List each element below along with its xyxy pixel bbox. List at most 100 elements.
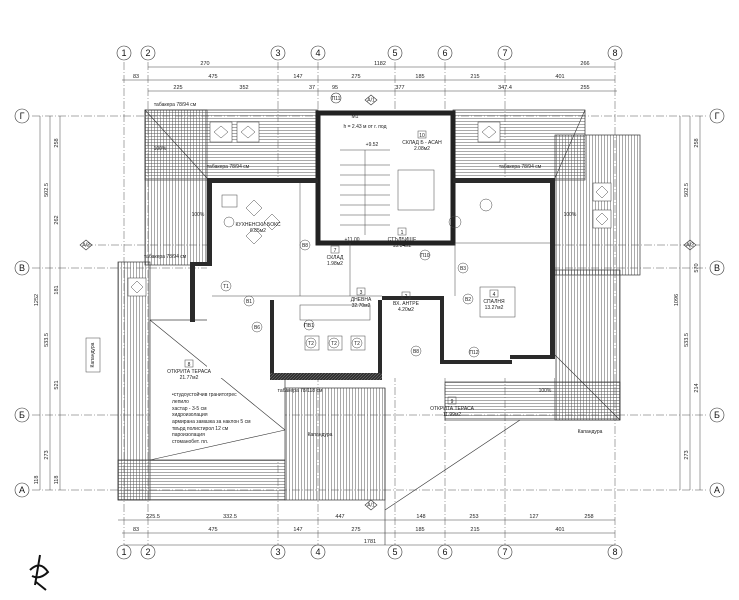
svg-text:7: 7 (502, 547, 507, 557)
svg-text:A/1: A/1 (367, 98, 375, 104)
svg-text:1.98м2: 1.98м2 (327, 261, 343, 267)
svg-text:табакера 78/118 см: табакера 78/118 см (278, 388, 323, 394)
svg-text:352: 352 (239, 85, 248, 91)
svg-text:7: 7 (502, 48, 507, 58)
axis-7-top: 7 (497, 45, 513, 61)
svg-text:h = 2.43 м от г. под: h = 2.43 м от г. под (343, 124, 386, 130)
svg-text:258: 258 (694, 138, 700, 147)
axis-V-right: В (709, 260, 725, 276)
svg-text:127: 127 (529, 514, 538, 520)
svg-text:А: А (19, 485, 25, 495)
svg-text:лепило: лепило (172, 399, 189, 405)
svg-text:П11: П11 (332, 96, 341, 102)
svg-text:ОТКРИТА ТЕРАСА: ОТКРИТА ТЕРАСА (430, 406, 475, 412)
svg-text:37: 37 (309, 85, 315, 91)
svg-text:пароизолация: пароизолация (172, 432, 205, 438)
svg-text:A/1: A/1 (367, 503, 375, 509)
svg-text:2.08м2: 2.08м2 (414, 146, 430, 152)
svg-text:A/2: A/2 (686, 243, 694, 249)
svg-text:табакера 78/94 см: табакера 78/94 см (207, 164, 250, 170)
section-marker-bottom: A/1 (364, 499, 378, 511)
svg-text:1252: 1252 (34, 294, 40, 306)
stair-treads (340, 150, 390, 235)
svg-text:9: 9 (451, 399, 454, 405)
svg-text:401: 401 (555, 74, 564, 80)
svg-text:4: 4 (315, 547, 320, 557)
svg-text:Г: Г (715, 111, 720, 121)
svg-text:118: 118 (54, 476, 60, 485)
axis-G-right: Г (709, 108, 725, 124)
section-marker-right: A/2 (683, 239, 697, 251)
svg-text:табакера 78/94 см: табакера 78/94 см (499, 164, 542, 170)
svg-text:2: 2 (145, 48, 150, 58)
svg-text:•студоустойчив гранитогрес: •студоустойчив гранитогрес (172, 391, 237, 398)
svg-text:Капандура: Капандура (90, 342, 96, 367)
svg-text:258: 258 (54, 138, 60, 147)
svg-text:270: 270 (200, 61, 209, 67)
svg-text:533.5: 533.5 (44, 333, 50, 347)
svg-text:В2: В2 (465, 297, 471, 303)
svg-text:147: 147 (293, 74, 302, 80)
svg-text:КУХНЕНСКИ БОКС: КУХНЕНСКИ БОКС (235, 222, 281, 228)
dimension-text-right: 1096 502.5 533.5 273 258 570 214 (674, 138, 700, 459)
svg-text:Г: Г (20, 111, 25, 121)
section-marker-left: A/2 (79, 239, 93, 251)
svg-text:В6: В6 (254, 325, 260, 331)
svg-text:332.5: 332.5 (223, 514, 237, 520)
svg-text:ВХ. АНТРЕ: ВХ. АНТРЕ (393, 301, 420, 307)
svg-text:+9.52: +9.52 (366, 142, 379, 148)
svg-text:ДНЕВНА: ДНЕВНА (351, 297, 372, 303)
svg-text:225.5: 225.5 (146, 514, 160, 520)
svg-text:1: 1 (401, 230, 404, 236)
axis-6-bottom: 6 (437, 544, 453, 560)
svg-text:118: 118 (34, 476, 40, 485)
svg-text:148: 148 (416, 514, 425, 520)
svg-text:100%: 100% (154, 146, 167, 152)
svg-text:Б: Б (714, 410, 720, 420)
svg-text:1: 1 (121, 547, 126, 557)
dimension-text-bottom: 225.5 332.5 447 148 253 127 258 83 475 1… (133, 514, 594, 545)
svg-text:83: 83 (133, 74, 139, 80)
architect-logo (29, 554, 50, 591)
axis-V-left: В (14, 260, 30, 276)
axis-2-top: 2 (140, 45, 156, 61)
axis-7-bottom: 7 (497, 544, 513, 560)
axis-6-top: 6 (437, 45, 453, 61)
svg-text:Т2: Т2 (308, 341, 314, 347)
svg-text:11.99м2: 11.99м2 (443, 412, 462, 418)
svg-text:262: 262 (54, 215, 60, 224)
svg-text:258: 258 (584, 514, 593, 520)
dimension-text-left: 1252 502.5 533.5 273 258 262 181 521 118… (34, 138, 60, 484)
svg-text:273: 273 (684, 450, 690, 459)
axis-A-right: А (709, 482, 725, 498)
dimension-text-top: 270 1182 266 83 475 147 275 185 215 401 … (133, 61, 590, 91)
callout-top: П11 (330, 92, 342, 104)
svg-text:СКЛАД: СКЛАД (327, 255, 344, 261)
svg-text:147: 147 (293, 527, 302, 533)
svg-text:8: 8 (188, 362, 191, 368)
roof-areas (117, 109, 641, 545)
svg-text:273: 273 (44, 450, 50, 459)
svg-text:6: 6 (442, 48, 447, 58)
svg-text:225: 225 (173, 85, 182, 91)
axis-1-bottom: 1 (116, 544, 132, 560)
svg-text:95: 95 (332, 85, 338, 91)
svg-text:13.27м2: 13.27м2 (485, 305, 504, 311)
svg-text:В: В (19, 263, 25, 273)
section-marker-top: A/1 (364, 94, 378, 106)
svg-text:ПВ1: ПВ1 (304, 323, 314, 329)
svg-text:А: А (714, 485, 720, 495)
element-tags: Т1 Т2 Т2 Т2 В1 В2 В3 В6 В8 В8 П12 П10 ПВ… (220, 114, 480, 358)
svg-text:475: 475 (208, 527, 217, 533)
svg-text:1: 1 (121, 48, 126, 58)
dimension-lines (39, 66, 701, 546)
svg-text:4.20м2: 4.20м2 (398, 307, 414, 313)
svg-text:3: 3 (360, 290, 363, 296)
svg-text:армирана замазка за наклон 5 с: армирана замазка за наклон 5 см (172, 419, 251, 425)
svg-text:4: 4 (315, 48, 320, 58)
